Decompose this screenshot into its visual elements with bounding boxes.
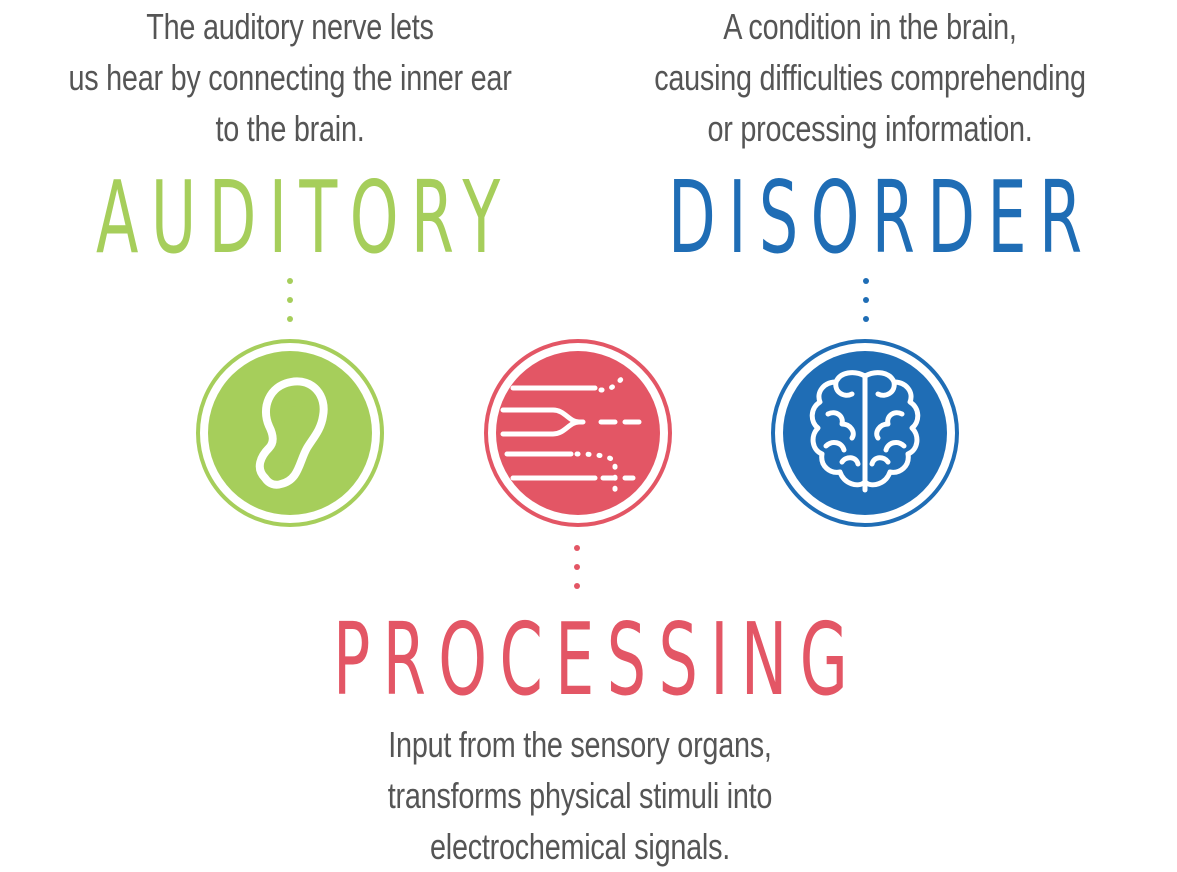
disorder-connector-dots bbox=[863, 278, 869, 335]
processing-connector-dots bbox=[574, 545, 580, 602]
signal-flow-icon bbox=[484, 339, 672, 527]
processing-description-line: transforms physical stimuli into bbox=[387, 775, 773, 816]
auditory-description-line: The auditory nerve lets bbox=[146, 6, 434, 47]
disorder-icon-circle bbox=[770, 338, 960, 528]
auditory-connector-dots bbox=[287, 278, 293, 335]
disorder-title: DISORDER bbox=[668, 159, 1095, 276]
auditory-title: AUDITORY bbox=[96, 159, 513, 276]
processing-description-line: electrochemical signals. bbox=[430, 826, 730, 867]
disorder-description-line: causing difficulties comprehending bbox=[654, 57, 1086, 98]
auditory-description-line: to the brain. bbox=[215, 108, 365, 149]
auditory-description-line: us hear by connecting the inner ear bbox=[68, 57, 512, 98]
disorder-description-line: A condition in the brain, bbox=[723, 6, 1017, 47]
disorder-description: A condition in the brain, causing diffic… bbox=[638, 1, 1102, 154]
processing-title: PROCESSING bbox=[333, 601, 861, 718]
brain-icon bbox=[771, 339, 959, 527]
auditory-icon-circle bbox=[195, 338, 385, 528]
auditory-description: The auditory nerve lets us hear by conne… bbox=[66, 1, 514, 154]
disorder-description-line: or processing information. bbox=[707, 108, 1033, 149]
processing-icon-circle bbox=[483, 338, 673, 528]
processing-description-line: Input from the sensory organs, bbox=[388, 724, 772, 765]
ear-icon bbox=[196, 339, 384, 527]
processing-description: Input from the sensory organs, transform… bbox=[356, 719, 804, 872]
